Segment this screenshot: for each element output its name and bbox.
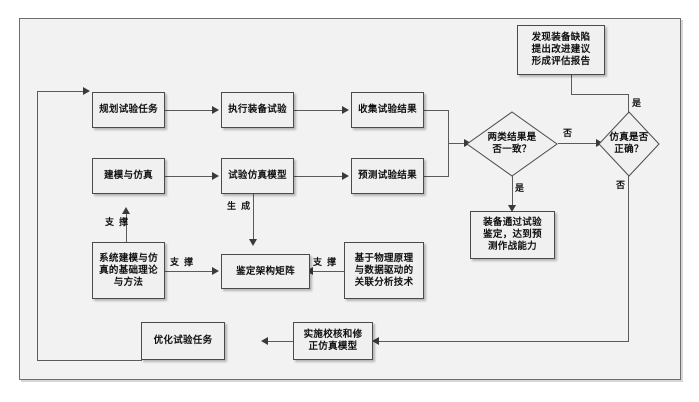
node-label-results-consistent: 两类结果是 否一致？ xyxy=(487,132,537,155)
edge-diamond2-vertical-up xyxy=(628,94,629,126)
node-identification-matrix[interactable]: 鉴定架构矩阵 xyxy=(221,254,310,289)
edge-label-no-1: 否 xyxy=(563,129,574,139)
node-results-consistent[interactable]: 两类结果是 否一致？ xyxy=(466,111,558,177)
node-verify-correct-model[interactable]: 实施校核和修 正仿真模型 xyxy=(293,322,373,360)
arrowhead-modeling-to-simmodel xyxy=(212,172,219,180)
edge-corrtech-to-matrix xyxy=(310,271,344,272)
edge-optimize-loop-h-bottom xyxy=(37,360,141,361)
arrowhead-plan-to-execute xyxy=(212,106,219,114)
edge-theory-to-matrix xyxy=(165,271,212,272)
arrowhead-diamond1-to-equippass xyxy=(508,205,516,212)
node-correlation-tech[interactable]: 基于物理原理 与数据驱动的 关联分析技术 xyxy=(344,242,424,299)
node-theory-methods[interactable]: 系统建模与仿 真的基础理论 与方法 xyxy=(92,242,165,299)
edge-diamond2-to-bottom xyxy=(628,176,629,341)
node-defect-report[interactable]: 发现装备缺陷 提出改进建议 形成评估报告 xyxy=(517,25,605,75)
edge-label-no-2: 否 xyxy=(616,181,627,191)
arrowhead-bottom-to-verify xyxy=(372,337,379,345)
edge-diamond1-to-diamond2 xyxy=(558,143,598,144)
edge-label-support-1: 支 撑 xyxy=(105,218,130,228)
edge-optimize-loop-v-left xyxy=(37,91,38,361)
edge-label-support-3: 支 撑 xyxy=(313,258,338,268)
edge-label-yes-1: 是 xyxy=(515,184,526,194)
node-collect-test-result[interactable]: 收集试验结果 xyxy=(351,92,424,128)
node-plan-test-task[interactable]: 规划试验任务 xyxy=(92,92,165,128)
node-simulation-correct[interactable]: 仿真是否 正确？ xyxy=(598,111,660,177)
edge-simmodel-to-matrix xyxy=(253,193,254,241)
edge-collect-merge xyxy=(424,110,448,111)
arrowhead-verify-to-optimize xyxy=(261,337,268,345)
edge-execute-to-collect xyxy=(294,110,342,111)
edge-diamond1-to-equippass xyxy=(512,176,513,207)
node-modeling-simulation[interactable]: 建模与仿真 xyxy=(92,158,165,194)
edge-label-yes-2: 是 xyxy=(632,99,643,109)
edge-optimize-loop-h-top xyxy=(37,91,85,92)
diamond-shape-simulation-correct xyxy=(598,111,660,177)
node-label-simulation-correct: 仿真是否 正确？ xyxy=(609,132,649,155)
arrowhead-theory-to-matrix xyxy=(212,267,219,275)
arrowhead-theory-to-modeling xyxy=(122,207,130,214)
diamond-shape-results-consistent xyxy=(466,111,558,177)
edge-bottom-to-verify xyxy=(376,341,629,342)
edge-modeling-to-simmodel xyxy=(165,176,212,177)
edge-label-support-2: 支 撑 xyxy=(170,258,195,268)
arrowhead-simmodel-to-matrix xyxy=(249,239,257,246)
edge-predict-merge xyxy=(424,176,448,177)
edge-verify-to-optimize xyxy=(265,341,293,342)
edge-theory-to-modeling xyxy=(126,214,127,242)
node-execute-equip-test[interactable]: 执行装备试验 xyxy=(221,92,294,128)
node-optimize-test-task[interactable]: 优化试验任务 xyxy=(141,322,225,360)
node-equip-pass[interactable]: 装备通过试验 鉴定，达到预 测作战能力 xyxy=(470,211,555,259)
arrowhead-loop-to-plan xyxy=(83,87,90,95)
node-test-sim-model[interactable]: 试验仿真模型 xyxy=(221,158,294,194)
edge-report-stem xyxy=(571,75,572,94)
diagram-canvas: 否 是 是 否 支 撑 支 撑 生 xyxy=(19,18,681,380)
arrowhead-execute-to-collect xyxy=(342,106,349,114)
node-predict-test-result[interactable]: 预测试验结果 xyxy=(351,158,424,194)
edge-simmodel-to-predict xyxy=(294,176,342,177)
arrowhead-simmodel-to-predict xyxy=(342,172,349,180)
edge-plan-to-execute xyxy=(165,110,212,111)
edge-merge-to-diamond1 xyxy=(448,143,466,144)
arrowhead-merge-to-diamond1 xyxy=(464,139,471,147)
edge-label-generate: 生 成 xyxy=(227,202,252,212)
edge-diamond2-to-report-h xyxy=(571,94,629,95)
